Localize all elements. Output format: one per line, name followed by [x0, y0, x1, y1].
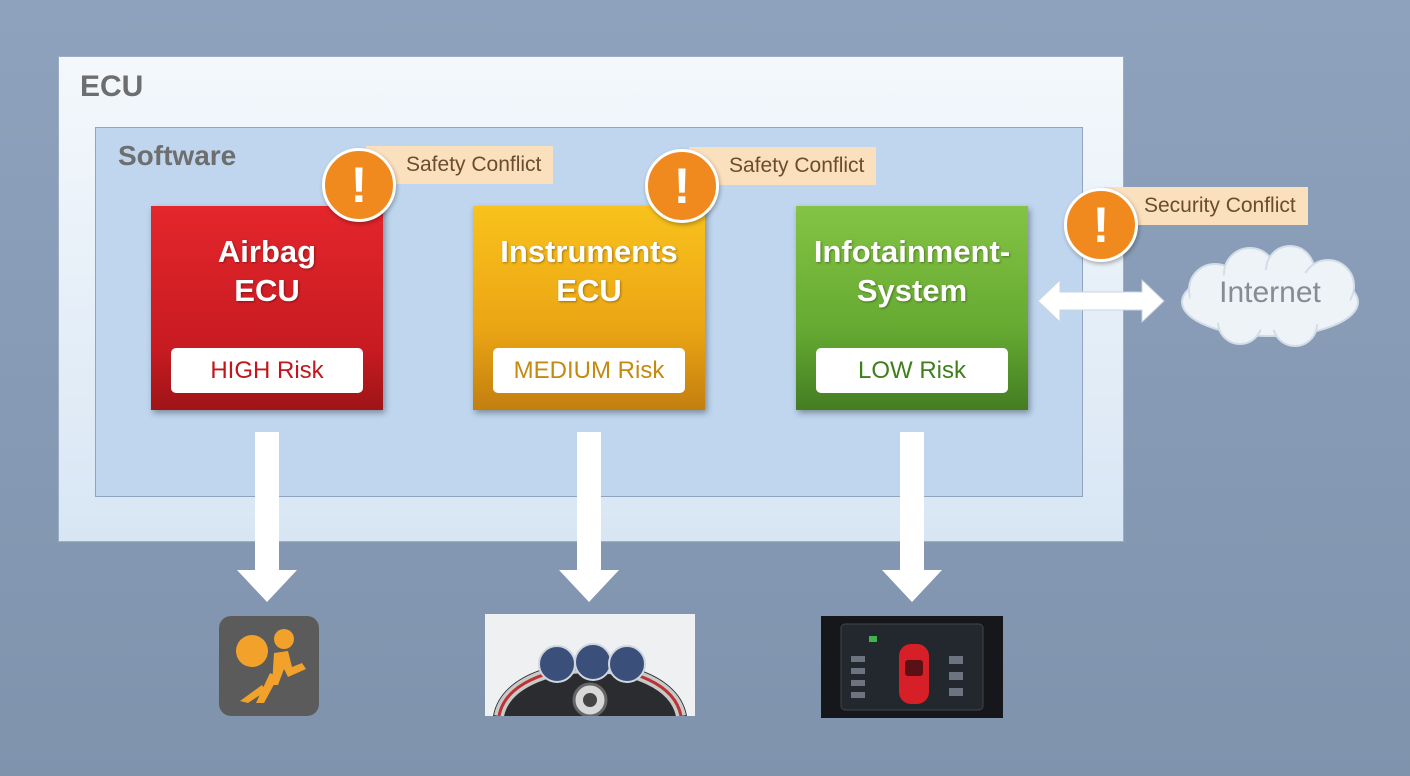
airbag-ecu-module: Airbag ECU HIGH Risk	[151, 206, 383, 410]
ecu-label: ECU	[80, 70, 144, 103]
down-arrow	[237, 432, 297, 602]
infotainment-screen-image	[821, 616, 1003, 718]
security-conflict-label: Security Conflict	[1104, 187, 1308, 225]
safety-conflict-label-2: Safety Conflict	[689, 147, 877, 185]
software-label: Software	[118, 140, 237, 171]
module-name: Instruments ECU	[473, 232, 705, 310]
risk-badge: MEDIUM Risk	[493, 348, 685, 393]
module-name-line2: System	[856, 273, 968, 308]
module-name-line1: Airbag	[217, 234, 317, 269]
warning-icon: !	[1064, 188, 1138, 262]
module-name-line2: ECU	[234, 273, 300, 308]
warning-icon: !	[645, 149, 719, 223]
cloud-icon	[1181, 245, 1359, 347]
internet-label: Internet	[1219, 276, 1321, 309]
instruments-ecu-module: Instruments ECU MEDIUM Risk	[473, 206, 705, 410]
down-arrow	[559, 432, 619, 602]
module-name-line1: Instruments	[500, 234, 678, 269]
infotainment-system-module: Infotainment- System LOW Risk	[796, 206, 1028, 410]
airbag-icon	[219, 616, 319, 716]
module-name: Airbag ECU	[151, 232, 383, 310]
bidirectional-arrow	[1037, 278, 1165, 324]
down-arrow	[882, 432, 942, 602]
module-name-line1: Infotainment-	[813, 234, 1011, 269]
risk-badge: HIGH Risk	[171, 348, 363, 393]
instrument-cluster-image	[485, 614, 695, 716]
module-name: Infotainment- System	[796, 232, 1028, 310]
warning-icon: !	[322, 148, 396, 222]
safety-conflict-label-1: Safety Conflict	[366, 146, 554, 184]
risk-badge: LOW Risk	[816, 348, 1008, 393]
module-name-line2: ECU	[556, 273, 622, 308]
